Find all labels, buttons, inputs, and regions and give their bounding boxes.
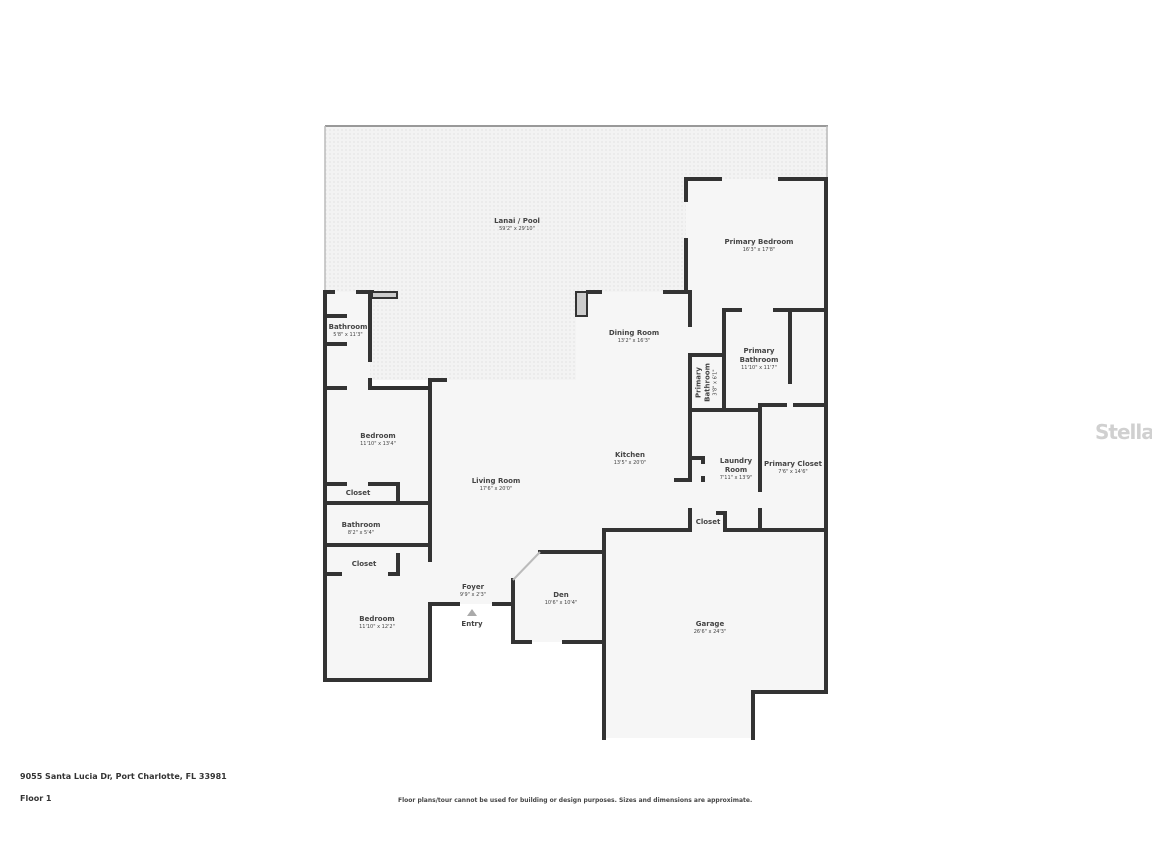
room-name: Bathroom xyxy=(341,521,381,529)
room-name: Primary Bedroom xyxy=(724,238,794,246)
room-name: Primary Closet xyxy=(763,460,823,468)
room-name: Garage xyxy=(695,620,725,628)
disclaimer: Floor plans/tour cannot be used for buil… xyxy=(398,797,753,804)
room-dims: 16'3" x 17'8" xyxy=(742,247,776,253)
room-name: Dining Room xyxy=(608,329,660,337)
entry-text: Entry xyxy=(461,620,483,628)
room-name: Closet xyxy=(351,560,377,568)
fireplace xyxy=(371,291,398,299)
room-dims: 59'2" x 29'10" xyxy=(499,226,535,232)
room-dims: 17'6" x 20'0" xyxy=(479,486,513,492)
room-label: Closet xyxy=(346,489,371,498)
den-opening xyxy=(512,551,541,581)
interior-floor xyxy=(325,179,826,738)
room-dims: 9'9" x 2'3" xyxy=(459,592,487,598)
room-dims: 13'2" x 16'3" xyxy=(617,338,651,344)
room-dims: 10'6" x 10'4" xyxy=(544,600,578,606)
watermark-logo: StellarMLS xyxy=(1095,420,1152,444)
room-dims: 11'10" x 11'7" xyxy=(741,365,777,371)
address: 9055 Santa Lucia Dr, Port Charlotte, FL … xyxy=(20,772,227,781)
room-dims: 13'5" x 20'0" xyxy=(613,460,647,466)
room-dims: 11'10" x 13'4" xyxy=(360,441,396,447)
room-name: Bathroom xyxy=(328,323,368,331)
room-name: Lanai / Pool xyxy=(494,217,540,225)
room-name: Closet xyxy=(695,518,721,526)
room-dims: 3'8" x 6'1" xyxy=(712,369,719,396)
room-name: Living Room xyxy=(471,477,521,485)
room-label: Closet xyxy=(696,518,721,527)
room-name: Foyer xyxy=(461,583,485,591)
room-dims: 7'11" x 13'9" xyxy=(719,475,753,481)
room-name: Closet xyxy=(345,489,371,497)
room-name: Primary Bathroom xyxy=(694,363,712,402)
room-dims: 11'10" x 12'2" xyxy=(359,624,395,630)
room-name: Laundry Room xyxy=(719,457,753,474)
room-name: Bedroom xyxy=(359,615,395,623)
floor-label: Floor 1 xyxy=(20,794,52,803)
entry-label: Entry xyxy=(461,620,482,629)
entry-arrow-icon xyxy=(467,609,477,616)
room-name: Bedroom xyxy=(360,432,396,440)
room-label: Closet xyxy=(352,560,377,569)
room-dims: 26'6" x 24'3" xyxy=(693,629,727,635)
room-name: Kitchen xyxy=(614,451,646,459)
chimney xyxy=(575,291,588,317)
lanai-area-right xyxy=(576,126,686,292)
room-name: Primary Bathroom xyxy=(739,347,779,364)
lanai-area-lower xyxy=(370,292,576,380)
room-dims: 7'6" x 14'6" xyxy=(778,469,808,475)
walls xyxy=(323,177,828,740)
room-name: Den xyxy=(553,591,569,599)
room-dims: 8'2" x 5'4" xyxy=(347,530,375,536)
room-dims: 5'8" x 11'3" xyxy=(333,332,363,338)
